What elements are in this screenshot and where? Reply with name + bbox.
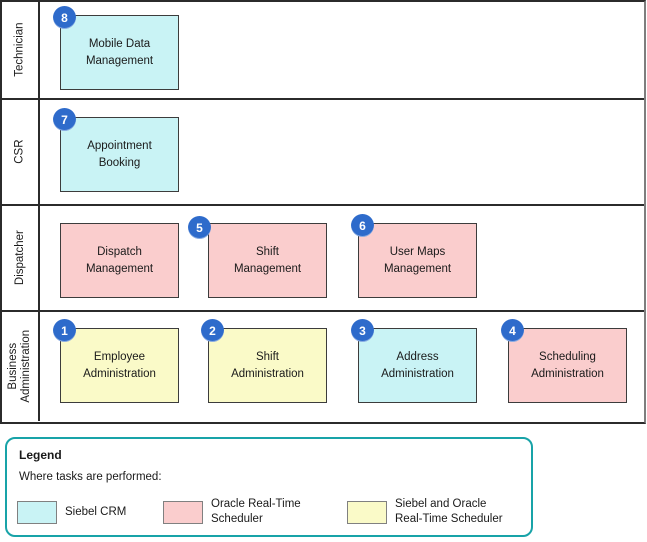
lane-technician: Technician 8 Mobile Data Management bbox=[2, 2, 644, 100]
task-title: Scheduling Administration bbox=[531, 351, 604, 380]
task-number-badge: 6 bbox=[351, 214, 374, 237]
legend-entry-siebel-and-oracle-rts: Siebel and Oracle Real-Time Scheduler bbox=[347, 496, 503, 528]
task-shift-administration: 2 Shift Administration bbox=[201, 319, 327, 403]
task-scheduling-administration: 4 Scheduling Administration bbox=[501, 319, 627, 403]
task-address-administration: 3 Address Administration bbox=[351, 319, 477, 403]
task-user-maps-management: 6 User Maps Management bbox=[351, 214, 477, 298]
task-number-badge: 2 bbox=[201, 319, 224, 342]
lane-dispatcher: Dispatcher Dispatch Management 5 Shift M… bbox=[2, 206, 644, 312]
task-mobile-data-management: 8 Mobile Data Management bbox=[53, 6, 179, 90]
lane-label-business-administration: Business Administration bbox=[2, 312, 40, 421]
lane-content-csr: 7 Appointment Booking bbox=[40, 100, 644, 204]
task-dispatch-management: Dispatch Management bbox=[60, 223, 179, 298]
legend-title: Legend bbox=[19, 448, 62, 462]
legend-swatch-siebel-and-oracle-rts bbox=[347, 500, 387, 524]
task-title: Appointment Booking bbox=[87, 140, 152, 169]
legend-entry-label: Siebel and Oracle Real-Time Scheduler bbox=[395, 498, 503, 525]
legend-panel: Legend Where tasks are performed: Siebel… bbox=[5, 437, 533, 537]
swimlane-matrix: Technician 8 Mobile Data Management CSR … bbox=[0, 0, 646, 424]
task-title: Employee Administration bbox=[83, 351, 156, 380]
legend-entry-oracle-rts: Oracle Real-Time Scheduler bbox=[163, 496, 301, 528]
task-title: Dispatch Management bbox=[85, 246, 154, 275]
task-number-badge: 5 bbox=[188, 216, 211, 239]
lane-label-text: CSR bbox=[13, 139, 26, 165]
lane-content-dispatcher: Dispatch Management 5 Shift Management 6… bbox=[40, 206, 644, 310]
task-number-badge: 7 bbox=[53, 108, 76, 131]
task-number-badge: 3 bbox=[351, 319, 374, 342]
lane-label-text: Technician bbox=[13, 22, 26, 78]
task-employee-administration: 1 Employee Administration bbox=[53, 319, 179, 403]
task-title: User Maps Management bbox=[383, 246, 452, 275]
lane-content-technician: 8 Mobile Data Management bbox=[40, 2, 644, 98]
legend-entry-label: Oracle Real-Time Scheduler bbox=[211, 498, 301, 525]
task-title: Shift Administration bbox=[231, 351, 304, 380]
task-number-badge: 8 bbox=[53, 6, 76, 29]
lane-content-business-administration: 1 Employee Administration 2 Shift Admini… bbox=[40, 312, 644, 421]
legend-swatch-siebel-crm bbox=[17, 500, 57, 524]
task-title: Address Administration bbox=[381, 351, 454, 380]
task-title: Mobile Data Management bbox=[85, 38, 154, 67]
lane-label-technician: Technician bbox=[2, 2, 40, 98]
lane-label-csr: CSR bbox=[2, 100, 40, 204]
legend-entry-label: Siebel CRM bbox=[65, 505, 127, 518]
lane-label-text: Dispatcher bbox=[13, 230, 26, 286]
legend-subtitle: Where tasks are performed: bbox=[19, 471, 162, 483]
lane-label-text: Business Administration bbox=[6, 330, 32, 403]
legend-entry-siebel-crm: Siebel CRM bbox=[17, 496, 126, 528]
task-number-badge: 4 bbox=[501, 319, 524, 342]
task-appointment-booking: 7 Appointment Booking bbox=[53, 108, 179, 192]
task-shift-management: 5 Shift Management bbox=[188, 216, 327, 298]
lane-business-administration: Business Administration 1 Employee Admin… bbox=[2, 312, 644, 421]
task-number-badge: 1 bbox=[53, 319, 76, 342]
legend-swatch-oracle-rts bbox=[163, 500, 203, 524]
lane-csr: CSR 7 Appointment Booking bbox=[2, 100, 644, 206]
task-title: Shift Management bbox=[233, 246, 302, 275]
lane-label-dispatcher: Dispatcher bbox=[2, 206, 40, 310]
